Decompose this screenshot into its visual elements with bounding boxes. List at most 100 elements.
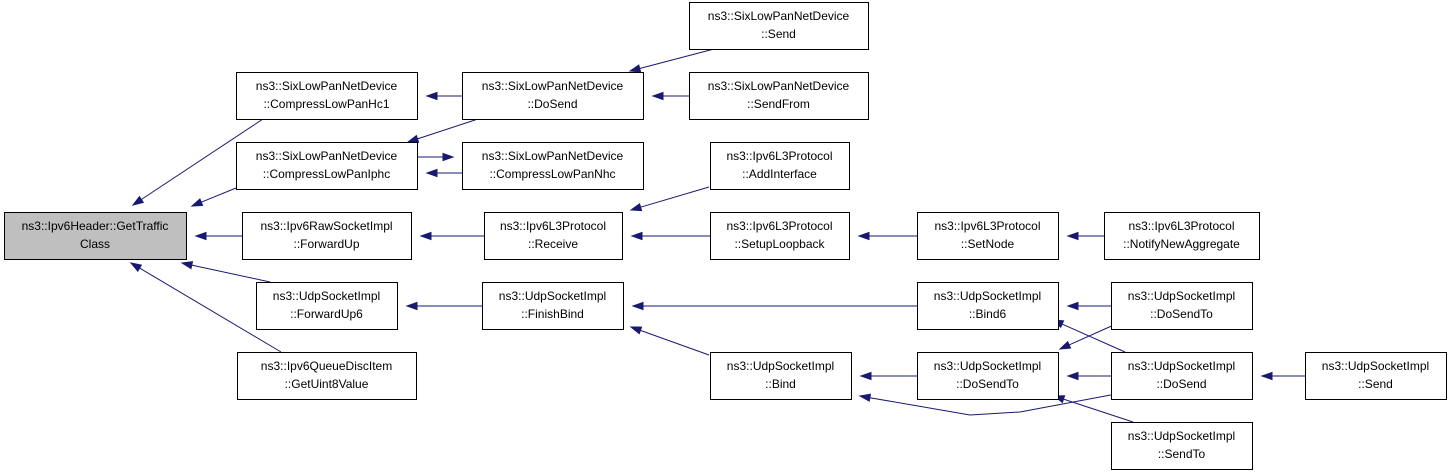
node-label-line2: ::SendTo bbox=[1158, 447, 1206, 461]
arrowhead bbox=[131, 195, 145, 206]
node-label-line2: ::NotifyNewAggregate bbox=[1123, 237, 1240, 251]
arrowhead bbox=[1058, 340, 1072, 350]
node-n10[interactable]: ns3::SixLowPanNetDevice::Send bbox=[689, 2, 869, 50]
arrowhead bbox=[442, 152, 455, 162]
node-n22[interactable]: ns3::UdpSocketImpl::Send bbox=[1305, 352, 1447, 400]
edge-line bbox=[417, 118, 479, 140]
edge-n13-to-n8 bbox=[630, 231, 710, 241]
node-label-line1: ns3::UdpSocketImpl bbox=[1128, 289, 1235, 303]
node-box bbox=[462, 72, 644, 120]
edge-n2-to-n7 bbox=[417, 152, 455, 162]
node-n5[interactable]: ns3::Ipv6QueueDiscItem::GetUint8Value bbox=[237, 352, 417, 400]
edge-n20-to-n14 bbox=[858, 393, 1117, 416]
node-box bbox=[1111, 282, 1253, 330]
node-box bbox=[917, 282, 1059, 330]
node-label-line1: ns3::Ipv6Header::GetTraffic bbox=[22, 219, 169, 233]
node-n21[interactable]: ns3::UdpSocketImpl::SendTo bbox=[1111, 422, 1253, 470]
edge-line bbox=[1061, 323, 1126, 353]
edge-n1-to-n0 bbox=[131, 118, 264, 206]
focus-node-box bbox=[4, 212, 187, 260]
node-n4[interactable]: ns3::UdpSocketImpl::ForwardUp6 bbox=[256, 282, 398, 330]
edge-line bbox=[640, 329, 710, 356]
node-label-line1: ns3::Ipv6L3Protocol bbox=[1128, 219, 1234, 233]
node-n2[interactable]: ns3::SixLowPanNetDevice::CompressLowPanI… bbox=[236, 142, 418, 190]
node-label-line1: ns3::UdpSocketImpl bbox=[934, 289, 1041, 303]
node-box bbox=[689, 72, 869, 120]
node-n13[interactable]: ns3::Ipv6L3Protocol::SetupLoopback bbox=[710, 212, 850, 260]
node-label-line2: ::DoSendTo bbox=[1150, 307, 1213, 321]
node-n17[interactable]: ns3::UdpSocketImpl::DoSendTo bbox=[917, 352, 1059, 400]
edges-layer bbox=[129, 48, 1305, 423]
node-n9[interactable]: ns3::UdpSocketImpl::FinishBind bbox=[482, 282, 624, 330]
node-box bbox=[236, 72, 418, 120]
node-label-line2: ::CompressLowPanNhc bbox=[489, 167, 615, 181]
node-box bbox=[1111, 352, 1253, 400]
arrowhead bbox=[190, 198, 204, 207]
node-label-line2: Class bbox=[80, 237, 110, 251]
arrowhead bbox=[857, 231, 870, 241]
node-label-line2: ::Bind6 bbox=[969, 307, 1007, 321]
edge-n7-to-n2 bbox=[425, 168, 462, 178]
node-label-line1: ns3::UdpSocketImpl bbox=[273, 289, 380, 303]
edge-n17-to-n14 bbox=[859, 371, 917, 381]
node-box bbox=[710, 212, 850, 260]
edge-line bbox=[1063, 398, 1134, 423]
edge-n6-to-n2 bbox=[406, 118, 479, 143]
node-label-line2: ::SetupLoopback bbox=[734, 237, 825, 251]
node-box bbox=[484, 212, 623, 260]
node-label-line1: ns3::UdpSocketImpl bbox=[934, 359, 1041, 373]
node-n16[interactable]: ns3::UdpSocketImpl::Bind6 bbox=[917, 282, 1059, 330]
node-label-line2: ::Send bbox=[1358, 377, 1393, 391]
node-n3[interactable]: ns3::Ipv6RawSocketImpl::ForwardUp bbox=[242, 212, 412, 260]
node-n1[interactable]: ns3::SixLowPanNetDevice::CompressLowPanH… bbox=[236, 72, 418, 120]
node-box bbox=[462, 142, 644, 190]
edge-n16-to-n9 bbox=[631, 301, 917, 311]
node-label-line1: ns3::Ipv6L3Protocol bbox=[726, 149, 832, 163]
node-label-line1: ns3::Ipv6QueueDiscItem bbox=[261, 359, 392, 373]
arrowhead bbox=[1066, 301, 1079, 311]
node-label-line2: ::Send bbox=[761, 27, 796, 41]
node-label-line1: ns3::Ipv6RawSocketImpl bbox=[260, 219, 392, 233]
node-label-line2: ::DoSendTo bbox=[956, 377, 1019, 391]
node-n18[interactable]: ns3::Ipv6L3Protocol::NotifyNewAggregate bbox=[1104, 212, 1260, 260]
node-box bbox=[689, 2, 869, 50]
arrowhead bbox=[129, 262, 143, 272]
arrowhead bbox=[651, 91, 664, 101]
node-label-line1: ns3::UdpSocketImpl bbox=[1322, 359, 1429, 373]
node-label-line1: ns3::SixLowPanNetDevice bbox=[482, 149, 624, 163]
node-n8[interactable]: ns3::Ipv6L3Protocol::Receive bbox=[484, 212, 623, 260]
node-n20[interactable]: ns3::UdpSocketImpl::DoSend bbox=[1111, 352, 1253, 400]
arrowhead bbox=[629, 202, 643, 212]
node-label-line1: ns3::Ipv6L3Protocol bbox=[726, 219, 832, 233]
edge-n22-to-n20 bbox=[1260, 371, 1305, 381]
edge-line bbox=[869, 393, 1117, 416]
arrowhead bbox=[1066, 371, 1079, 381]
node-n19[interactable]: ns3::UdpSocketImpl::DoSendTo bbox=[1111, 282, 1253, 330]
arrowhead bbox=[858, 393, 872, 402]
node-n6[interactable]: ns3::SixLowPanNetDevice::DoSend bbox=[462, 72, 644, 120]
node-label-line1: ns3::UdpSocketImpl bbox=[1128, 359, 1235, 373]
node-n12[interactable]: ns3::Ipv6L3Protocol::AddInterface bbox=[710, 142, 850, 190]
node-box bbox=[710, 142, 850, 190]
node-n7[interactable]: ns3::SixLowPanNetDevice::CompressLowPanN… bbox=[462, 142, 644, 190]
arrowhead bbox=[859, 371, 872, 381]
arrowhead bbox=[628, 64, 642, 73]
node-box bbox=[482, 282, 624, 330]
edge-n9-to-n4 bbox=[405, 301, 482, 311]
arrowhead bbox=[180, 261, 194, 270]
edge-n20-to-n17 bbox=[1058, 323, 1117, 350]
edge-line bbox=[139, 267, 282, 353]
node-label-line2: ::DoSend bbox=[527, 97, 577, 111]
arrowhead bbox=[194, 231, 207, 241]
node-n14[interactable]: ns3::UdpSocketImpl::Bind bbox=[710, 352, 852, 400]
node-label-line1: ns3::SixLowPanNetDevice bbox=[256, 79, 398, 93]
arrowhead bbox=[405, 301, 418, 311]
edge-n4-to-n0 bbox=[180, 261, 271, 283]
node-n11[interactable]: ns3::SixLowPanNetDevice::SendFrom bbox=[689, 72, 869, 120]
node-n15[interactable]: ns3::Ipv6L3Protocol::SetNode bbox=[917, 212, 1059, 260]
edge-n14-to-n9 bbox=[629, 326, 710, 356]
node-label-line2: ::DoSend bbox=[1156, 377, 1206, 391]
